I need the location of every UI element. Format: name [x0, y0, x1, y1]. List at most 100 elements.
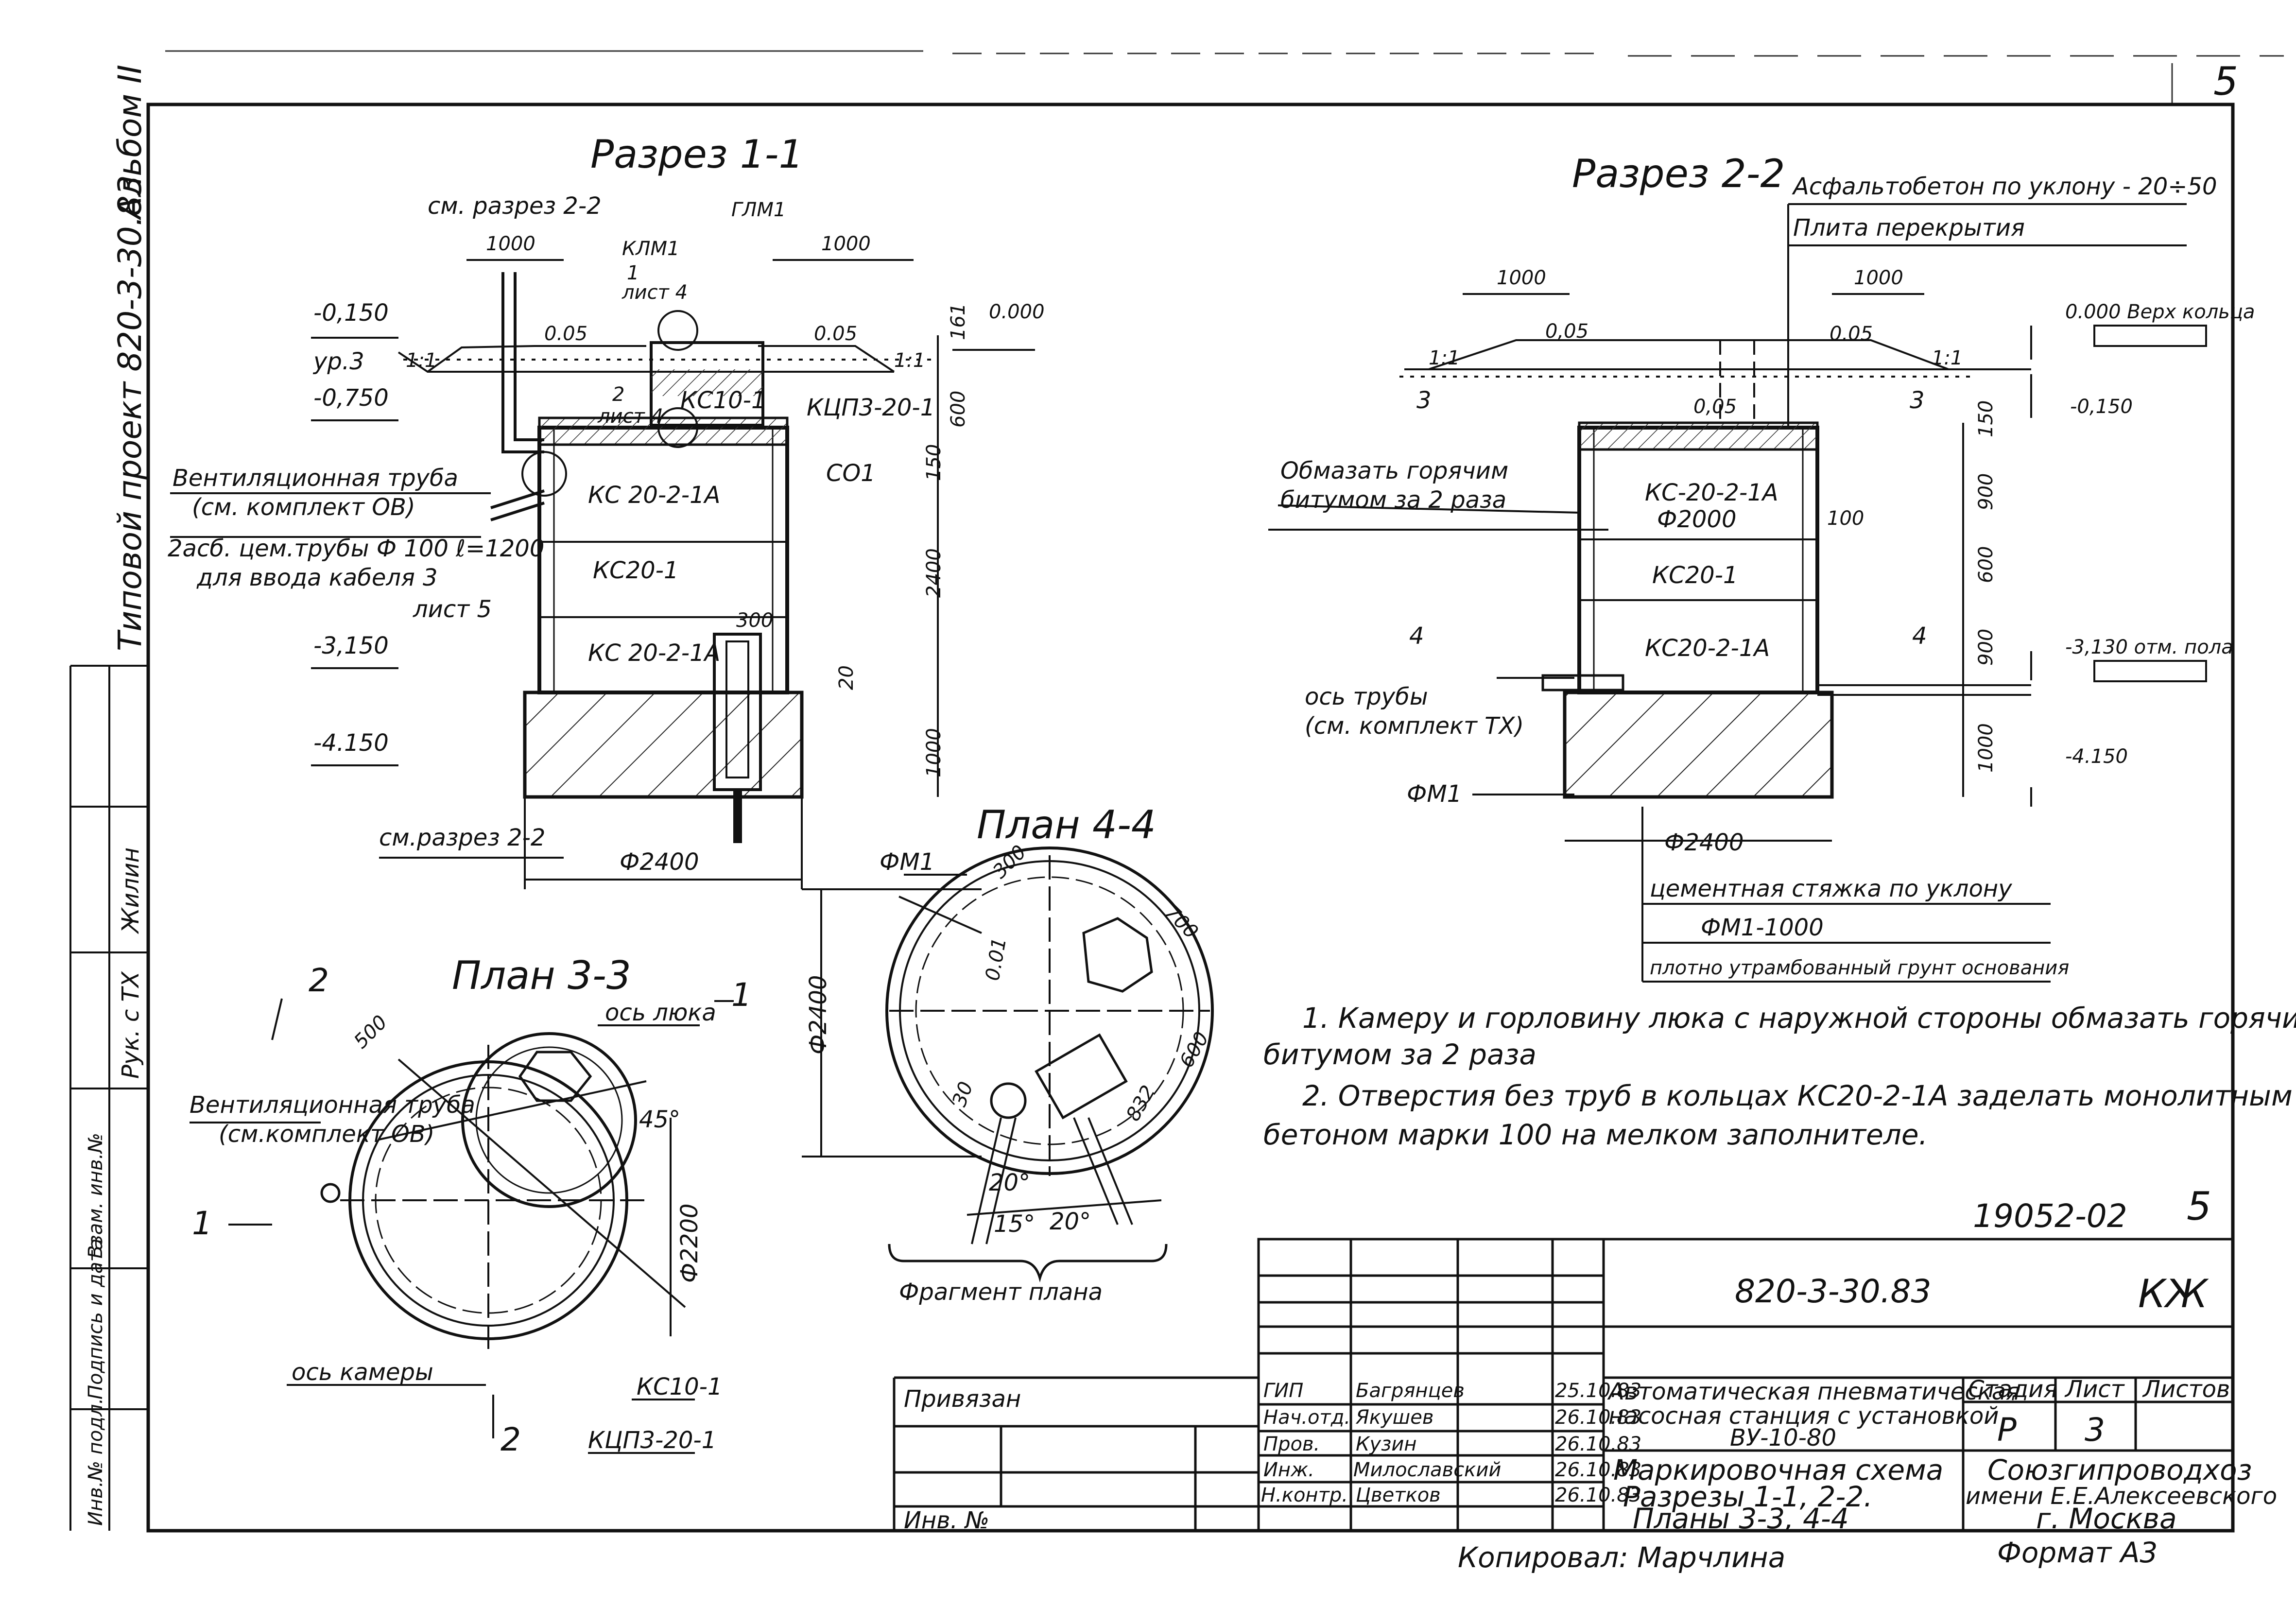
album-label: Альбом II [111, 65, 149, 221]
label-stamp-stage: Р [1997, 1411, 2017, 1449]
doc-mark: КЖ [2138, 1271, 2209, 1316]
label-p44-a15: 15° [994, 1210, 1035, 1238]
label-stamp-sheet: 3 [2085, 1411, 2105, 1449]
scan-edge [165, 50, 2284, 104]
project-label: Типовой проект 820-3-30.83 [111, 175, 149, 651]
note-1b: битумом за 2 раза [1263, 1038, 1536, 1071]
archive-number: 19052-02 [1973, 1197, 2127, 1235]
label-s22-ring1_d: Ф2000 [1657, 506, 1736, 533]
archive-sheet: 5 [2187, 1184, 2211, 1229]
plan-3-3: План 3-3 2 1 1 2 500 ось люка [190, 953, 752, 1458]
label-s11-dim_1000_b: 1000 [821, 233, 871, 255]
title-block: 19052-02 5 [893, 1184, 2277, 1574]
label-stamp-bound: Привязан [904, 1385, 1021, 1413]
label-stamp-org3: г. Москва [2036, 1502, 2177, 1535]
notes: 1. Камеру и горловину люка с наружной ст… [1263, 1002, 2296, 1151]
label-s11-dim_1000_a: 1000 [486, 233, 535, 255]
doc-code: 820-3-30.83 [1735, 1273, 1932, 1310]
label-s11-ratio_b: 1:1 [894, 349, 925, 372]
label-s11-ref2_sheet: лист 4 [597, 405, 663, 428]
label-s22-slope_b: 0.05 [1830, 323, 1873, 345]
label-s11-co1: СО1 [826, 460, 876, 487]
label-s22-lvl_m0150: -0,150 [2070, 396, 2133, 418]
label-s22-pipe_axis: ось трубы [1305, 683, 1428, 710]
label-s22-lvl_top: 0.000 Верх кольца [2065, 301, 2255, 323]
label-stamp-people-1-role: Нач.отд. [1263, 1406, 1350, 1429]
label-s11-ref2: 2 [612, 383, 624, 406]
label-s22-soil: плотно утрамбованный грунт основания [1650, 957, 2069, 979]
label-s11-glm1: ГЛМ1 [731, 199, 786, 221]
label-s11-klm1_ref1: 1 [627, 262, 639, 284]
label-s11-lvl_m4150: -4.150 [313, 729, 389, 757]
copied-by: Копировал: Марчлина [1458, 1541, 1785, 1574]
label-s22-bitumen2: битумом за 2 раза [1280, 486, 1506, 514]
label-s22-fm1: ФМ1 [1407, 780, 1462, 808]
label-p33-cut1: 1 [731, 976, 752, 1014]
label-s22-bitumen1: Обмазать горячим [1280, 457, 1508, 484]
label-s22-d600: 600 [1975, 546, 1997, 583]
label-s11-kc10_1: КС10-1 [680, 387, 766, 414]
label-p33-kc10_1: КС10-1 [637, 1373, 723, 1400]
label-s11-d2400_bottom: Ф2400 [620, 848, 699, 876]
label-s22-cut4: 4 [1409, 622, 1424, 650]
s11-vent-label: Вентиляционная труба [173, 465, 458, 492]
label-p33-kcp3: КЦП3-20-1 [588, 1427, 716, 1454]
side-inv-dup: Взам. инв.№ [85, 1133, 107, 1259]
label-s11-klm1_ref2: лист 4 [621, 281, 688, 304]
plan-3-3-title: План 3-3 [452, 953, 631, 998]
label-s11-lvl_m0750: -0,750 [313, 384, 389, 412]
label-stamp-title2: насосная станция с установкой [1608, 1402, 1999, 1430]
frame-border [146, 103, 2235, 1533]
label-s11-slope_b: 0.05 [814, 323, 857, 345]
label-stamp-title3: ВУ-10-80 [1730, 1424, 1836, 1451]
label-s22-fm1_1000: ФМ1-1000 [1701, 914, 1824, 941]
label-p44-d001: 0.01 [982, 936, 1011, 983]
label-stamp-org2: имени Е.Е.Алексеевского [1966, 1483, 2277, 1510]
section-2-2-title: Разрез 2-2 [1572, 151, 1785, 196]
label-p44-a20a: 20° [989, 1169, 1030, 1196]
label-s11-ref3: 3 [423, 564, 438, 591]
plan-4-4-title: План 4-4 [977, 802, 1156, 847]
format: Формат А3 [1997, 1536, 2158, 1569]
label-stamp-h_sheet: Лист [2064, 1376, 2125, 1403]
section-1-1: Разрез 1-1 [168, 132, 1045, 889]
label-s11-asb_pipe: 2асб. цем.трубы Ф 100 ℓ=1200 [168, 535, 544, 562]
label-p44-a20b: 20° [1050, 1208, 1091, 1235]
section-1-1-title: Разрез 1-1 [590, 132, 803, 177]
corner-sheet-number: 5 [2213, 59, 2238, 104]
label-s22-asphalt: Асфальтобетон по уклону - 20÷50 [1792, 173, 2217, 200]
label-s11-d600: 600 [947, 391, 969, 428]
label-s22-screed: цементная стяжка по уклону [1650, 875, 2012, 902]
label-p33-hatch_axis: ось люка [605, 999, 716, 1026]
plan-4-4: План 4-4 ФМ1 300 700 600 832 Ф2400 0.01 [802, 802, 1214, 1306]
label-s22-ring2: КС20-1 [1652, 562, 1738, 589]
label-stamp-inv: Инв. № [904, 1507, 989, 1534]
label-s11-d150: 150 [923, 444, 945, 481]
label-s22-slope_a: 0,05 [1545, 320, 1588, 343]
label-stamp-desc3: Планы 3-3, 4-4 [1633, 1502, 1849, 1535]
label-s11-ring2: КС20-1 [593, 557, 679, 584]
label-stamp-people-3-role: Инж. [1263, 1459, 1314, 1481]
label-s11-see_22_bottom: см.разрез 2-2 [379, 824, 545, 851]
label-s22-ring1: КС-20-2-1А [1645, 479, 1778, 506]
label-s22-slope_c: 0,05 [1693, 396, 1737, 418]
label-s22-ring3: КС20-2-1А [1645, 635, 1770, 662]
label-s11-ur3: ур.3 [312, 348, 364, 375]
side-inv-orig: Инв.№ подл. [85, 1398, 107, 1526]
label-s11-vent_pipe_ref: (см. комплект ОВ) [192, 494, 415, 521]
label-stamp-people-1-name: Якушев [1355, 1406, 1433, 1429]
side-strip [69, 665, 148, 1531]
label-stamp-people-3-name: Милославский [1353, 1459, 1501, 1481]
note-2a: 2. Отверстия без труб в кольцах КС20-2-1… [1302, 1079, 2293, 1112]
label-s11-lvl_m0150: -0,150 [313, 299, 389, 327]
s11-foundation [523, 691, 804, 799]
label-stamp-people-2-role: Пров. [1263, 1433, 1320, 1455]
label-s11-d2400: 2400 [923, 548, 945, 598]
label-s11-ring1: КС 20-2-1А [588, 482, 720, 509]
label-p44-d2400: Ф2400 [805, 975, 832, 1054]
label-s11-klm1: КЛМ1 [622, 238, 679, 260]
label-s22-cut3: 3 [1416, 387, 1432, 414]
label-stamp-desc2: Разрезы 1-1, 2-2. [1623, 1480, 1873, 1513]
label-p44-fragment: Фрагмент плана [899, 1279, 1103, 1306]
